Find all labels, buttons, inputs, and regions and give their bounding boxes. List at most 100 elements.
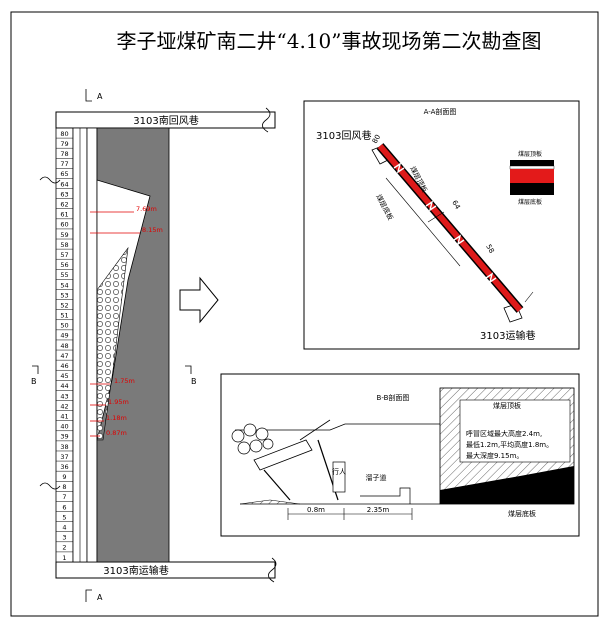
row-number: 47 [60,352,68,360]
row-number: 63 [60,190,68,198]
row-number: 78 [60,150,68,158]
aa-legend-coal [510,169,554,183]
main-plan: 3103南回风巷 3103南运输巷 A A B B 80797877656463… [31,89,277,602]
bb-conveyor-shape [360,487,411,504]
section-a-marker-top [85,89,92,102]
aa-dim-line-1 [385,177,461,267]
section-a-label-top: A [97,92,103,101]
rubble-zone [96,246,129,441]
bb-note-2: 最低1.2m,平均高度1.8m。 [466,440,553,449]
section-aa-frame [303,100,580,350]
row-number: 39 [60,433,68,441]
row-number: 52 [60,301,68,309]
direction-arrow-icon [179,276,219,324]
section-aa-bottom-label: 3103运输巷 [480,329,535,342]
row-number: 79 [60,140,68,148]
row-number: 2 [62,544,66,552]
row-number: 4 [62,524,66,532]
measurement-label: 1.75m [114,377,135,385]
aa-legend-band-3 [510,183,554,195]
row-number: 62 [60,201,68,209]
bb-support-brace [299,419,331,441]
bb-dim-2: 2.35m [367,506,390,514]
aa-legend-top: 煤层顶板 [518,150,542,158]
row-number: 42 [60,402,68,410]
bb-floor-mass [440,466,574,504]
bb-note-3: 最大深度9.15m。 [466,451,523,460]
row-number: 45 [60,372,68,380]
row-number: 5 [62,513,66,521]
break-mark-top [262,107,271,133]
bb-cave-pocket [459,399,571,463]
row-number: 40 [60,423,68,431]
measurement-label: 1.95m [108,398,129,406]
section-b-label-right: B [191,377,197,386]
bb-walkway-box [332,461,346,493]
seam-break-1 [393,162,405,174]
row-number: 64 [60,180,68,188]
row-number: 37 [60,453,68,461]
row-number: 65 [60,170,68,178]
row-number: 41 [60,412,68,420]
seam-break-3 [453,234,465,246]
aa-label-64: 64 [450,199,462,211]
section-bb-title: B-B剖面图 [377,393,410,402]
section-a-label-bottom: A [97,593,103,602]
break-mark-upper [39,176,61,184]
row-number: 56 [60,261,68,269]
bb-floor-hatch [239,499,301,505]
row-number: 44 [60,382,68,390]
section-bb-panel: B-B剖面图 煤层顶板 呼冒区域最大高度2.4m, 最低1.2m,平均高度1.8… [220,373,580,537]
inclined-coal-seam [376,143,524,313]
seam-break-2 [425,200,437,212]
bb-support-leg-1 [263,469,291,501]
row-number: 38 [60,443,68,451]
section-aa-panel: A-A剖面图 3103回风巷 3103运输巷 80 64 58 煤层顶板 煤层底… [303,100,580,350]
top-roadway-label: 3103南回风巷 [133,114,198,127]
row-number: 49 [60,332,68,340]
measurement-label: 8.15m [142,226,163,234]
section-b-marker-left [32,365,39,374]
aa-legend-bottom: 煤层底板 [518,198,542,206]
aa-legend: 煤层顶板 煤层底板 [509,150,555,206]
row-number-cells: 8079787765646362616059585756555453525150… [56,127,73,562]
measurement-lines: 7.69m 8.15m 1.75m 1.95m 1.18m 0.87m [90,205,163,437]
working-face [86,127,98,563]
row-number: 53 [60,291,68,299]
row-number: 48 [60,342,68,350]
bb-label-conveyor: 溜子道 [366,473,387,482]
bb-legend-top: 煤层顶板 [493,401,521,410]
row-number: 60 [60,221,68,229]
page-title: 李子垭煤矿南二井“4.10”事故现场第二次勘查图 [117,29,542,53]
aa-dim-tick-2 [524,291,534,303]
bb-support-beam [253,439,313,471]
outer-frame [10,11,599,617]
row-number: 7 [62,493,66,501]
row-number: 36 [60,463,68,471]
section-aa-title: A-A剖面图 [424,107,457,116]
measurement-label: 7.69m [136,205,157,213]
break-mark-bottom [268,557,277,583]
section-aa-top-label: 3103回风巷 [316,130,371,142]
aa-legend-band-1 [510,160,554,166]
bb-roof-line [235,423,440,431]
row-number: 54 [60,281,68,289]
bb-note-1: 呼冒区域最大高度2.4m, [466,429,542,438]
row-number: 46 [60,362,68,370]
row-number: 58 [60,241,68,249]
aa-label-58: 58 [484,243,495,255]
row-number: 51 [60,312,68,320]
bb-rubble [231,423,274,455]
aa-dim-tick [427,211,445,223]
row-number: 59 [60,231,68,239]
row-number: 6 [62,503,66,511]
row-number: 8 [62,483,66,491]
aa-label-80: 80 [371,133,382,145]
row-number: 80 [60,130,68,138]
measurement-label: 1.18m [106,414,127,422]
measurement-label: 0.87m [106,429,127,437]
row-number: 57 [60,251,68,259]
bottom-roadway-label: 3103南运输巷 [103,564,168,577]
